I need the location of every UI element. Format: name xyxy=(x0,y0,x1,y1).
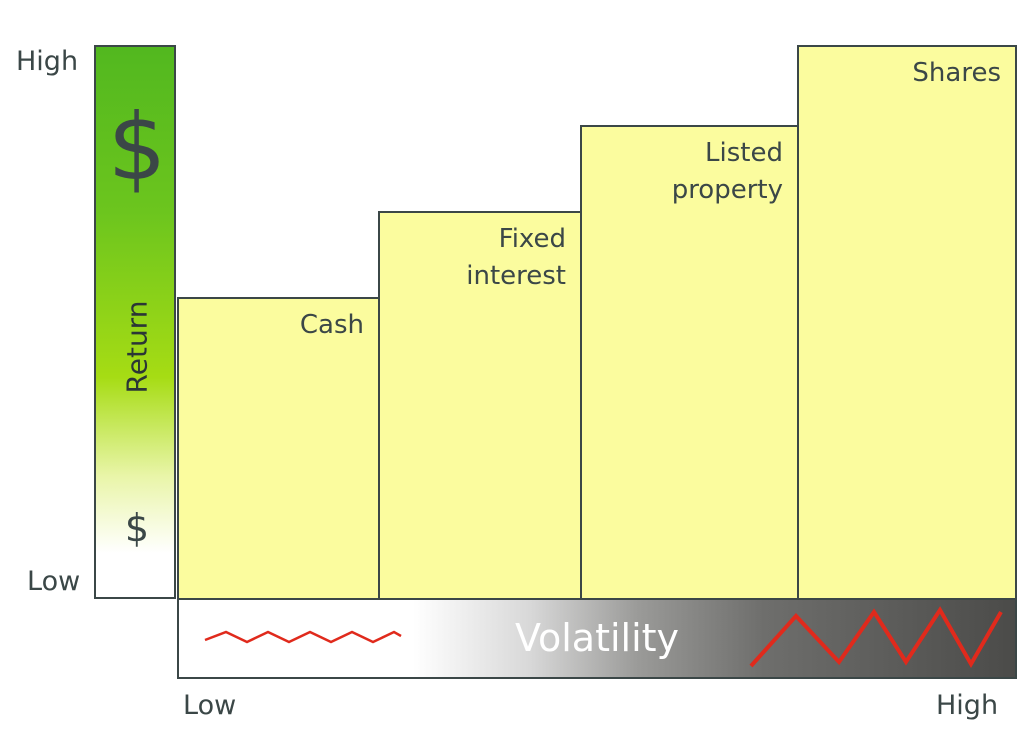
x-high-label: High xyxy=(936,690,999,721)
bar-label: Cash xyxy=(299,310,364,341)
return-axis: $ Return $ xyxy=(94,45,176,599)
small-dollar-icon: $ xyxy=(124,506,150,550)
y-low-label: Low xyxy=(27,566,81,597)
x-axis-label: Volatility xyxy=(514,616,680,660)
high-volatility-wave xyxy=(749,606,1003,669)
x-low-label: Low xyxy=(183,690,237,721)
low-volatility-wave xyxy=(204,630,402,644)
bar-label: Shares xyxy=(912,58,1001,88)
bar-cash: Cash xyxy=(177,297,380,600)
bar-shares: Shares xyxy=(797,45,1017,600)
wave-graphics xyxy=(204,606,1003,669)
volatility-axis: Volatility xyxy=(177,598,1017,679)
large-dollar-icon: $ xyxy=(107,94,167,201)
y-axis-label: Return xyxy=(120,300,154,394)
y-high-label: High xyxy=(16,46,79,77)
